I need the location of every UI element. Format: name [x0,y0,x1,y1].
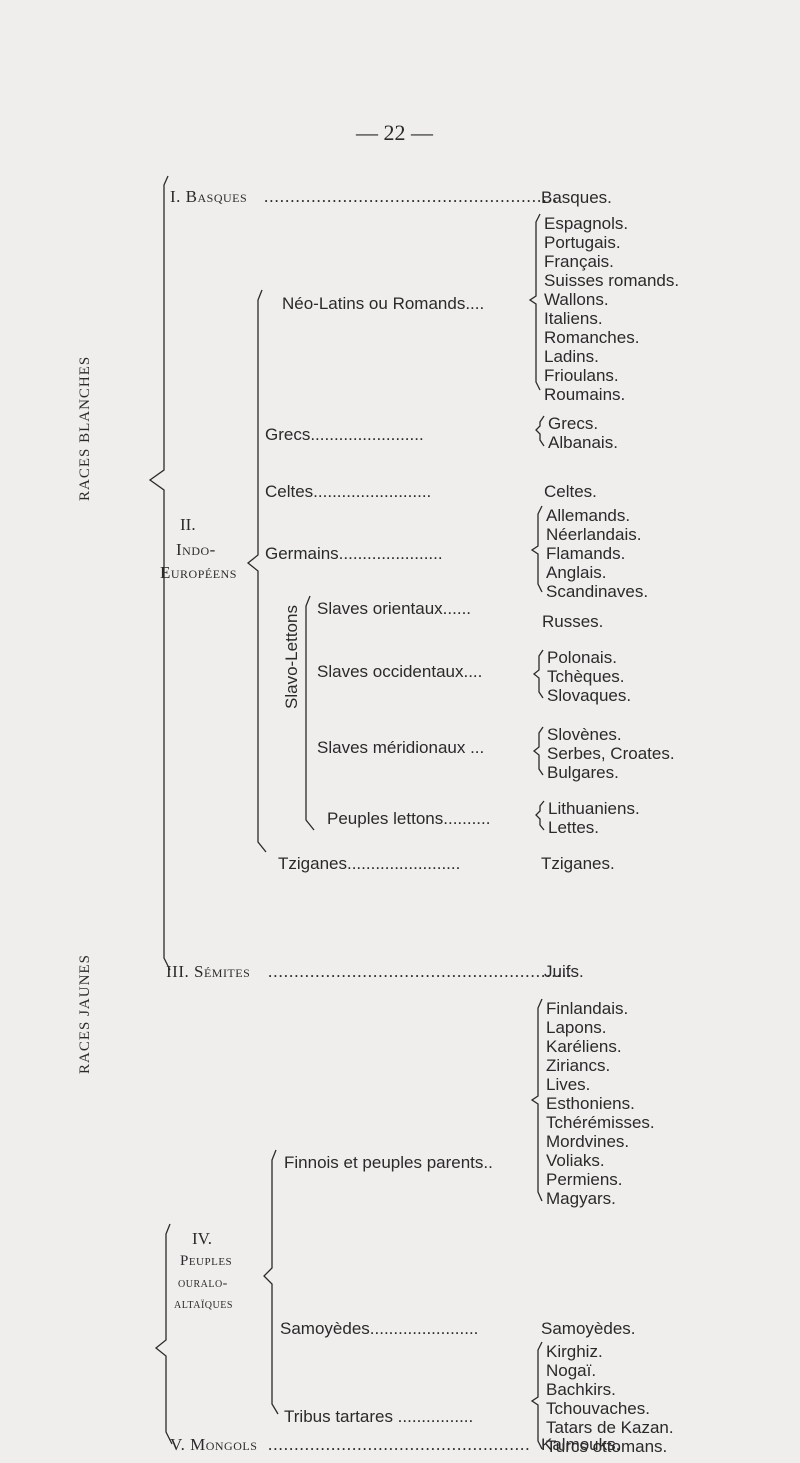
subgroup-slaves-meridionaux: Slaves méridionaux ... [317,738,485,757]
people-italiens: Italiens. [544,309,603,328]
brace-neo-latins [528,213,541,391]
subgroup-slaves-orientaux: Slaves orientaux...... [317,599,472,618]
people-tcheques: Tchèques. [547,667,625,686]
people-serbes-croates: Serbes, Croates. [547,744,675,763]
people-suisses-romands: Suisses romands. [544,271,680,290]
people-finlandais: Finlandais. [546,999,629,1018]
subgroup-tribus-tartares: Tribus tartares ................ [284,1407,474,1426]
people-anglais: Anglais. [546,563,607,582]
people-russes: Russes. [542,612,604,631]
people-wallons: Wallons. [544,290,609,309]
subgroup-neo-latins: Néo-Latins ou Romands.... [282,294,485,313]
people-lives: Lives. [546,1075,591,1094]
people-kareliens: Karéliens. [546,1037,622,1056]
people-tcheremisses: Tchérémisses. [546,1113,655,1132]
people-juifs: Juifs. [544,962,584,981]
subgroup-germains: Germains...................... [265,544,443,563]
basques-leader-dots: ........................................… [264,187,558,206]
brace-finnois [530,998,543,1202]
group-ouralo-line2: ouralo- [178,1276,228,1291]
people-slovaques: Slovaques. [547,686,632,705]
brace-ouralo-altaiques [263,1149,279,1415]
brace-slaves-meridionaux [532,726,544,776]
group-basques: I. Basques [170,187,248,206]
mongols-leader-dots: ........................................… [268,1435,531,1454]
people-lettes: Lettes. [548,818,600,837]
brace-germains [530,505,543,593]
group-mongols: V. Mongols [170,1435,258,1454]
brace-slavo-lettons [305,595,315,831]
people-permiens: Permiens. [546,1170,623,1189]
people-polonais: Polonais. [547,648,617,667]
group-semites: III. Sémites [166,962,251,981]
people-albanais: Albanais. [548,433,618,452]
subgroup-celtes: Celtes......................... [265,482,432,501]
subgroup-finnois: Finnois et peuples parents.. [284,1153,493,1172]
people-mordvines: Mordvines. [546,1132,630,1151]
brace-tartares [530,1341,543,1450]
people-kalmouks: Kalmouks. [541,1435,621,1454]
people-tchouvaches: Tchouvaches. [546,1399,650,1418]
group-ouralo-number: IV. [192,1229,212,1248]
people-lithuaniens: Lithuaniens. [548,799,640,818]
people-celtes: Celtes. [544,482,597,501]
people-magyars: Magyars. [546,1189,616,1208]
page-number: — 22 — [356,120,433,145]
people-basques: Basques. [541,188,612,207]
people-flamands: Flamands. [546,544,626,563]
people-lapons: Lapons. [546,1018,607,1037]
group-ouralo-line1: Peuples [180,1253,233,1269]
people-turcs-ottomans: Turcs ottomans. [546,1437,668,1456]
people-roumains: Roumains. [544,385,626,404]
people-zirianes: Ziriancs. [546,1056,611,1075]
subgroup-slaves-occidentaux: Slaves occidentaux.... [317,662,483,681]
brace-slaves-occidentaux [532,649,544,699]
subgroup-grecs: Grecs........................ [265,425,424,444]
people-esthoniens: Esthoniens. [546,1094,635,1113]
people-romanches: Romanches. [544,328,640,347]
people-ladins: Ladins. [544,347,599,366]
people-frioulans: Frioulans. [544,366,619,385]
people-kirghiz: Kirghiz. [546,1342,603,1361]
people-grecs: Grecs. [548,414,599,433]
people-tziganes: Tziganes. [541,854,615,873]
people-allemands: Allemands. [546,506,631,525]
people-slovenes: Slovènes. [547,725,622,744]
brace-races-jaunes [154,1223,173,1445]
people-voliaks: Voliaks. [546,1151,605,1170]
subgroup-tziganes: Tziganes........................ [278,854,461,873]
group-ouralo-line3: altaïques [174,1297,233,1312]
people-espagnols: Espagnols. [544,214,629,233]
group-indo-line2: Européens [160,563,237,582]
people-bulgares: Bulgares. [547,763,619,782]
group-indo-number: II. [180,515,196,534]
people-bachkirs: Bachkirs. [546,1380,616,1399]
subgroup-peuples-lettons: Peuples lettons.......... [327,809,491,828]
brace-lettons [535,800,545,831]
subgroup-samoyedes: Samoyèdes....................... [280,1319,479,1338]
semites-leader-dots: ........................................… [268,962,573,981]
brace-races-blanches [148,175,171,971]
people-francais: Français. [544,252,614,271]
people-neerlandais: Néerlandais. [546,525,642,544]
people-scandinaves: Scandinaves. [546,582,649,601]
people-nogai: Nogaï. [546,1361,597,1380]
people-samoyedes: Samoyèdes. [541,1319,636,1338]
people-portugais: Portugais. [544,233,621,252]
group-indo-line1: Indo- [176,540,216,559]
brace-grecs [535,415,545,447]
people-tatars-de-kazan: Tatars de Kazan. [546,1418,674,1437]
brace-indo-europeens [246,289,267,853]
